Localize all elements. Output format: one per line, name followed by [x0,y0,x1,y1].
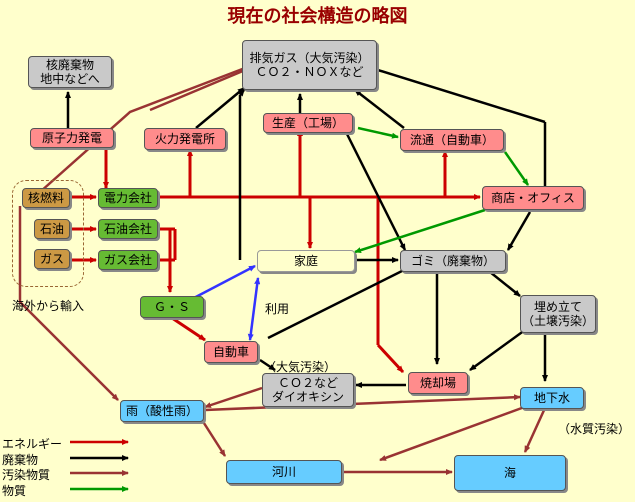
waste-arrows [65,64,548,388]
node-car: 自動車 [204,341,258,363]
node-thermal-plant: 火力発電所 [144,128,226,150]
node-gas-company: ガス会社 [98,250,158,270]
node-sea: 海 [454,455,566,491]
node-gs: Ｇ・Ｓ [140,296,204,318]
energy-arrows [72,129,481,374]
node-production: 生産（工場） [263,113,353,133]
node-river: 河川 [226,460,342,484]
node-incinerator: 焼却場 [408,372,468,394]
node-oil: 石油 [34,219,70,239]
import-label: 海外から輸入 [12,299,85,313]
use-label: 利用 [265,302,290,316]
node-shop-office: 商店・オフィス [482,186,584,210]
usage-arrows [189,264,261,341]
node-power-company: 電力会社 [98,188,158,208]
node-nuclear-fuel: 核燃料 [22,188,70,208]
node-groundwater: 地下水 [520,387,584,409]
legend-material-label: 物質 [2,484,27,498]
material-arrows [354,126,530,254]
node-nuclear-waste: 核廃棄物 地中などへ [28,56,112,88]
legend-waste-label: 廃棄物 [2,453,39,467]
node-dioxin: ＣＯ２など ダイオキシン [262,373,354,407]
node-exhaust: 排気ガス（大気汚染） ＣＯ２・ＮＯＸなど [242,40,377,90]
pollutant-arrows [18,66,547,475]
node-garbage: ゴミ（廃棄物） [400,250,506,272]
page-title: 現在の社会構造の略図 [227,6,408,27]
node-nuclear-plant: 原子力発電 [30,128,114,148]
node-distribution: 流通（自動車） [400,129,504,151]
legend-energy-label: エネルギー [2,437,63,451]
node-oil-company: 石油会社 [98,219,158,239]
legend-pollutant-label: 汚染物質 [2,468,51,482]
air-pollution-label: （大気汚染） [264,360,337,374]
node-gas: ガス [34,249,70,269]
node-acid-rain: 雨（酸性雨） [120,400,204,422]
water-pollution-label: （水質汚染） [558,422,631,436]
legend-lines [70,439,129,492]
node-household: 家庭 [257,250,355,272]
import-group [12,180,84,287]
node-landfill: 埋め立て （土壌汚染） [520,295,596,333]
